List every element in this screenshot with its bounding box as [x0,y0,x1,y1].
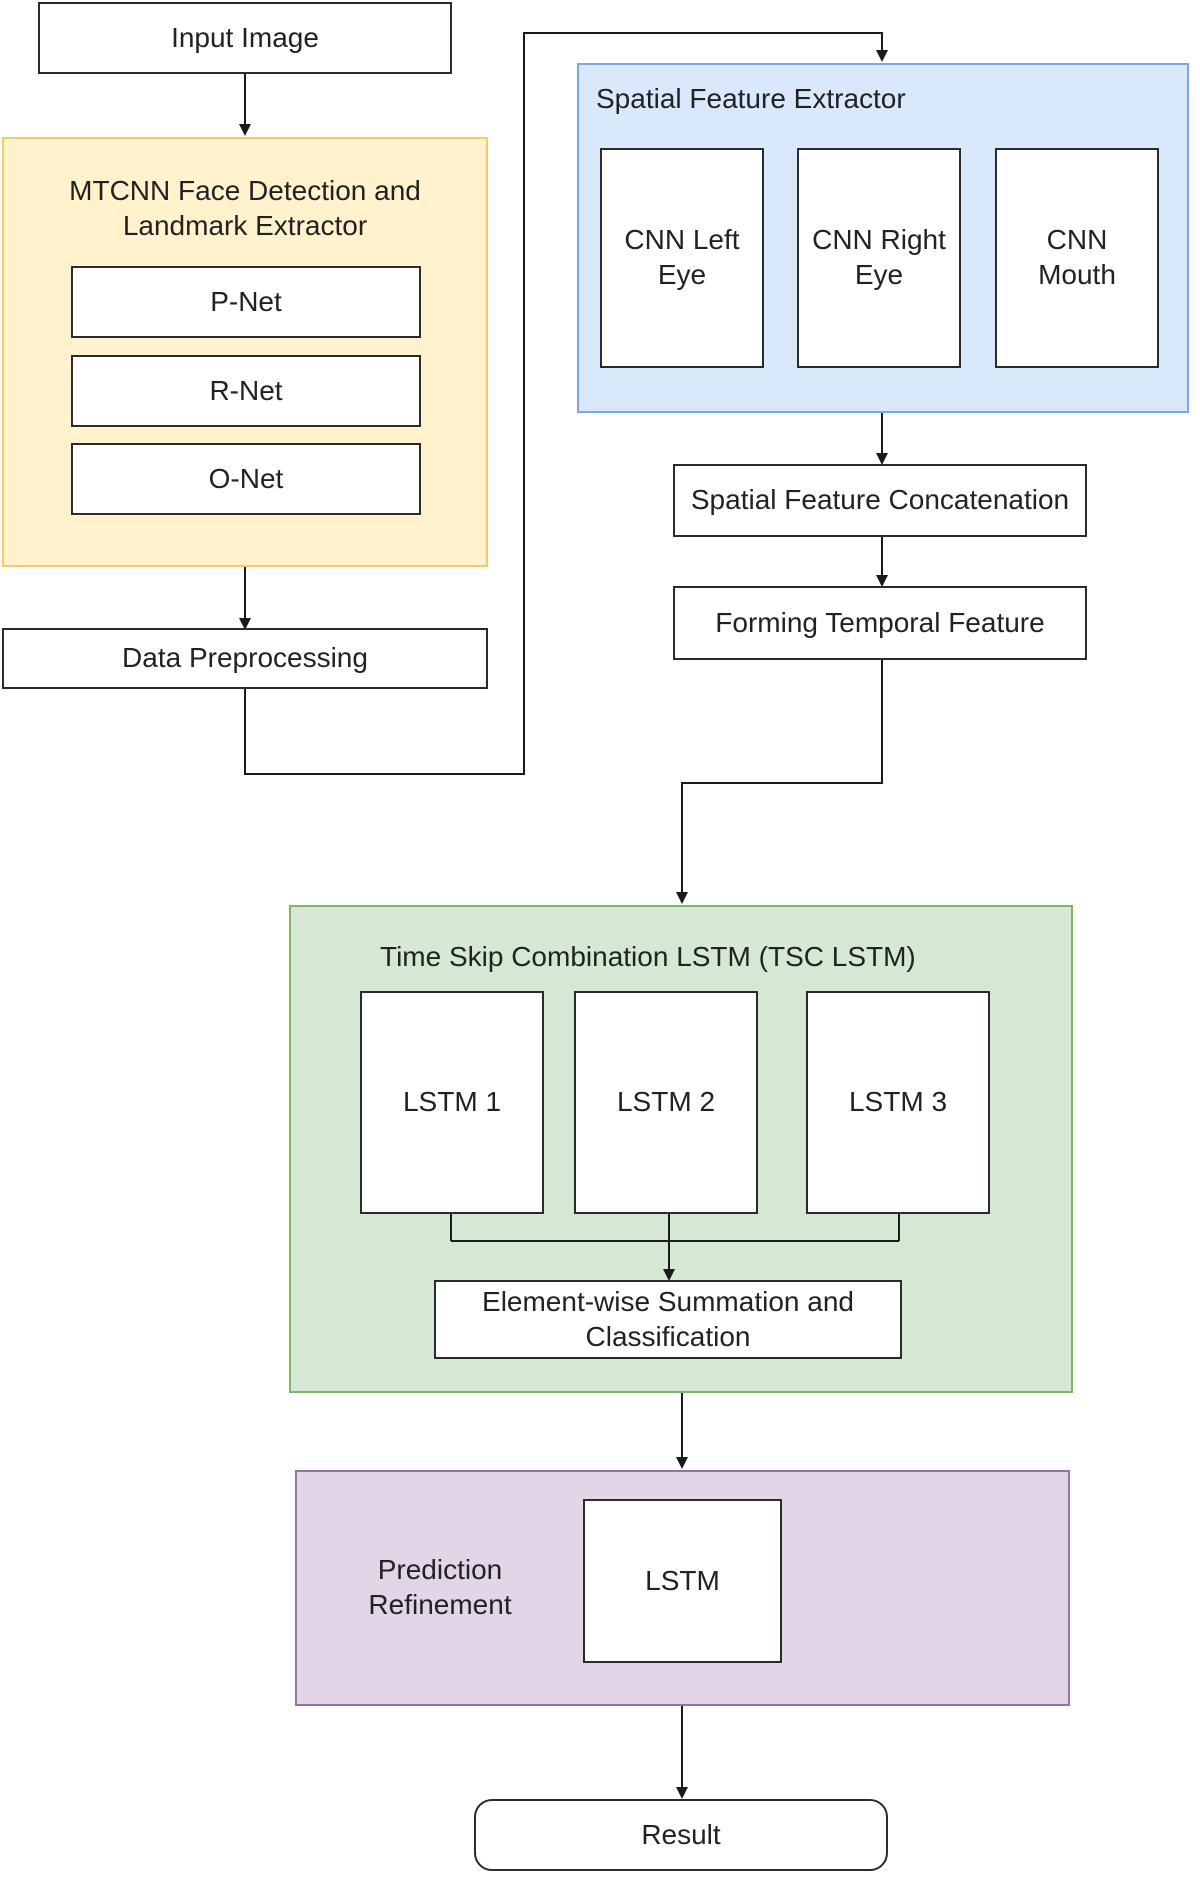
lstm-1-node: LSTM 1 [360,991,544,1214]
data-preprocessing-node: Data Preprocessing [2,628,488,689]
arrow-temporal-to-tsc [676,660,883,904]
refinement-lstm-label: LSTM [645,1564,720,1596]
cnn-mouth-node: CNN Mouth [995,148,1159,368]
tsc-lstm-title: Time Skip Combination LSTM (TSC LSTM) [380,941,916,972]
o-net-label: O-Net [208,462,284,494]
lstm-3-node: LSTM 3 [806,991,990,1214]
lstm-2-node: LSTM 2 [574,991,758,1214]
cnn-left-eye-label: CNN Left Eye [624,224,740,290]
input-image-label: Input Image [171,21,319,53]
lstm-1-label: LSTM 1 [402,1086,502,1118]
summation-label: Element-wise Summation and Classificatio… [482,1285,854,1352]
result-label: Result [641,1818,721,1850]
cnn-right-eye-label: CNN Right Eye [812,224,946,290]
o-net-node: O-Net [71,443,421,515]
result-node: Result [474,1799,888,1871]
spatial-extractor-title: Spatial Feature Extractor [596,83,906,114]
mtcnn-group-title: MTCNN Face Detection and Landmark Extrac… [69,175,421,241]
temporal-feature-label: Forming Temporal Feature [715,606,1045,638]
input-image-node: Input Image [38,2,452,74]
arrow-preprocessing-to-spatial [244,32,888,775]
spatial-concat-node: Spatial Feature Concatenation [673,464,1087,537]
cnn-mouth-label: CNN Mouth [1038,224,1116,290]
r-net-label: R-Net [209,374,283,406]
cnn-right-eye-node: CNN Right Eye [797,148,961,368]
cnn-left-eye-node: CNN Left Eye [600,148,764,368]
lstm-2-label: LSTM 2 [616,1086,716,1118]
prediction-refinement-title: Prediction Refinement [368,1554,512,1620]
p-net-label: P-Net [210,285,282,317]
lstm-3-label: LSTM 3 [848,1086,948,1118]
p-net-node: P-Net [71,266,421,338]
refinement-lstm-node: LSTM [583,1499,782,1663]
temporal-feature-node: Forming Temporal Feature [673,586,1087,660]
r-net-node: R-Net [71,355,421,427]
spatial-concat-label: Spatial Feature Concatenation [690,484,1070,516]
summation-node: Element-wise Summation and Classificatio… [434,1280,902,1359]
data-preprocessing-label: Data Preprocessing [122,642,368,674]
